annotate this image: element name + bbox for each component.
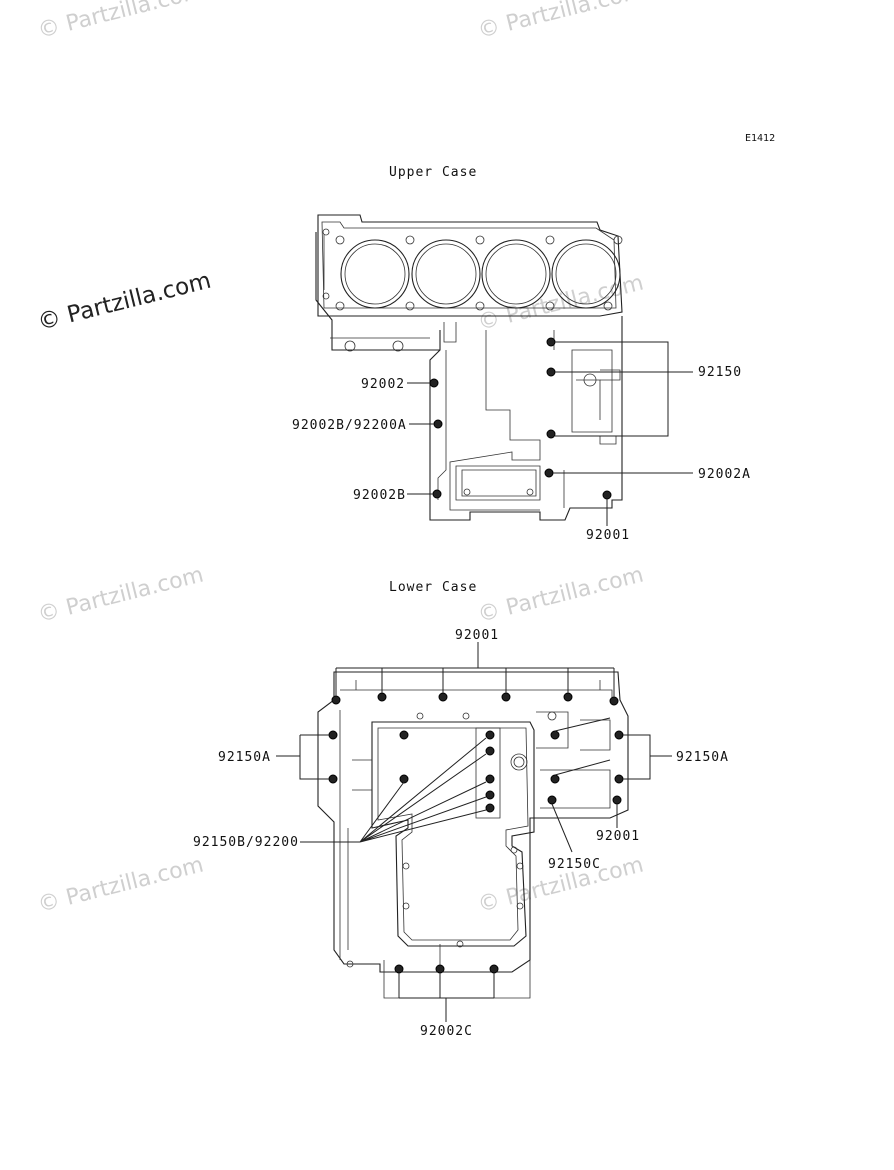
upper-case-title: Upper Case	[389, 165, 477, 180]
part-number-92150c[interactable]: 92150C	[548, 857, 601, 872]
upper-case-leaders	[407, 341, 693, 526]
diagram-code: E1412	[745, 133, 775, 144]
part-number-92002b-92200a[interactable]: 92002B/92200A	[292, 418, 407, 433]
lower-case-leaders	[276, 642, 672, 1022]
watermark-left-2: © Partzilla.com	[35, 562, 206, 627]
part-number-92001-lower-right[interactable]: 92001	[596, 829, 640, 844]
lower-case-drawing	[317, 671, 629, 999]
watermark-copyright: © Partzilla.com	[35, 268, 214, 336]
part-number-92150b-92200[interactable]: 92150B/92200	[193, 835, 299, 850]
part-number-92001-lower-top[interactable]: 92001	[455, 628, 499, 643]
part-number-92150a-right[interactable]: 92150A	[676, 750, 729, 765]
watermark-top-right: © Partzilla.com	[475, 0, 646, 44]
lower-case-title: Lower Case	[389, 580, 477, 595]
part-number-92150[interactable]: 92150	[698, 365, 742, 380]
part-number-92002b[interactable]: 92002B	[353, 488, 406, 503]
watermark-right-2: © Partzilla.com	[475, 562, 646, 627]
watermark-top-left: © Partzilla.com	[35, 0, 206, 44]
part-number-92002a[interactable]: 92002A	[698, 467, 751, 482]
part-number-92002[interactable]: 92002	[361, 377, 405, 392]
watermark-left-3: © Partzilla.com	[35, 852, 206, 917]
part-number-92002c[interactable]: 92002C	[420, 1024, 473, 1039]
upper-case-drawing	[315, 214, 623, 521]
part-number-92001-upper[interactable]: 92001	[586, 528, 630, 543]
part-number-92150a-left[interactable]: 92150A	[218, 750, 271, 765]
